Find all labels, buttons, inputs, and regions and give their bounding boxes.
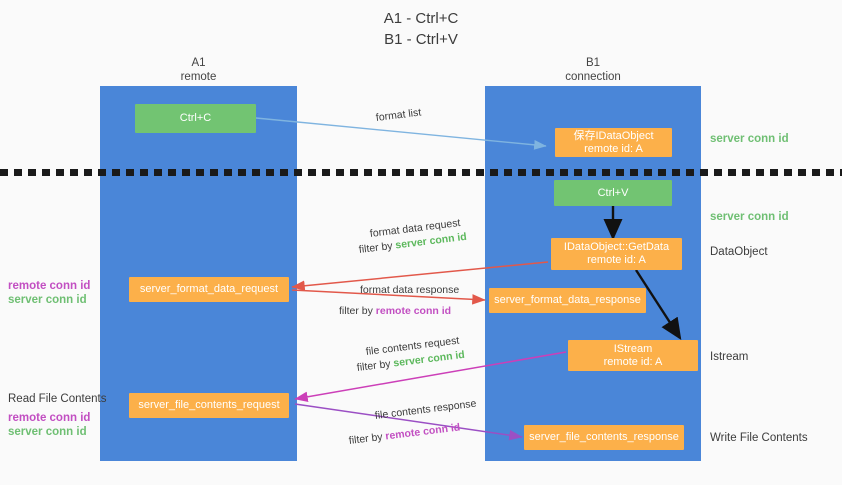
box-server-file-contents-response[interactable]: server_file_contents_response: [524, 425, 684, 450]
annotation-server-conn-id-bottom: server conn id: [8, 426, 87, 438]
filter-value-remote-conn-id: remote conn id: [375, 305, 452, 317]
annotation-server-conn-id-left-mid: server conn id: [8, 294, 87, 306]
annotation-read-file-contents: Read File Contents: [8, 393, 107, 405]
divider-dashed-line: [0, 169, 842, 176]
box-server-format-data-request[interactable]: server_format_data_request: [129, 277, 289, 302]
edge-label-file-contents-response-filter: filter by remote conn id: [348, 420, 461, 449]
filter-prefix: filter by: [339, 305, 376, 317]
box-server-file-contents-request[interactable]: server_file_contents_request: [129, 393, 289, 418]
annotation-remote-conn-id-mid: remote conn id: [8, 280, 91, 292]
edge-label-file-contents-response-text: file contents response: [374, 397, 478, 422]
annotation-istream: Istream: [710, 351, 749, 363]
box-server-format-data-response[interactable]: server_format_data_response: [489, 288, 646, 313]
filter-prefix: filter by: [356, 357, 395, 374]
annotation-server-conn-id-top: server conn id: [710, 133, 789, 145]
column-header-a1: A1 remote: [180, 57, 217, 83]
filter-prefix: filter by: [358, 239, 397, 256]
edge-label-format-data-response: format data response: [360, 283, 459, 298]
box-idataobject-getdata[interactable]: IDataObject::GetData remote id: A: [551, 238, 682, 270]
annotation-server-conn-id-mid: server conn id: [710, 211, 789, 223]
filter-value-remote-conn-id: remote conn id: [384, 421, 461, 443]
annotation-dataobject: DataObject: [710, 246, 768, 258]
page-title: A1 - Ctrl+C B1 - Ctrl+V: [383, 10, 459, 48]
annotation-remote-conn-id-bottom: remote conn id: [8, 412, 91, 424]
edge-label-file-contents-response: file contents response: [374, 397, 477, 424]
column-header-b1: B1 connection: [565, 57, 621, 83]
box-istream[interactable]: IStream remote id: A: [568, 340, 698, 371]
filter-prefix: filter by: [348, 430, 387, 447]
box-ctrl-v[interactable]: Ctrl+V: [554, 180, 672, 206]
edge-label-format-data-response-text: format data response: [360, 284, 460, 296]
box-save-idataobject[interactable]: 保存IDataObject remote id: A: [555, 128, 672, 157]
box-ctrl-c[interactable]: Ctrl+C: [135, 104, 256, 133]
edge-label-format-list: format list: [375, 106, 422, 124]
annotation-write-file-contents: Write File Contents: [710, 432, 808, 444]
edge-label-format-data-response-filter: filter by remote conn id: [339, 304, 451, 319]
